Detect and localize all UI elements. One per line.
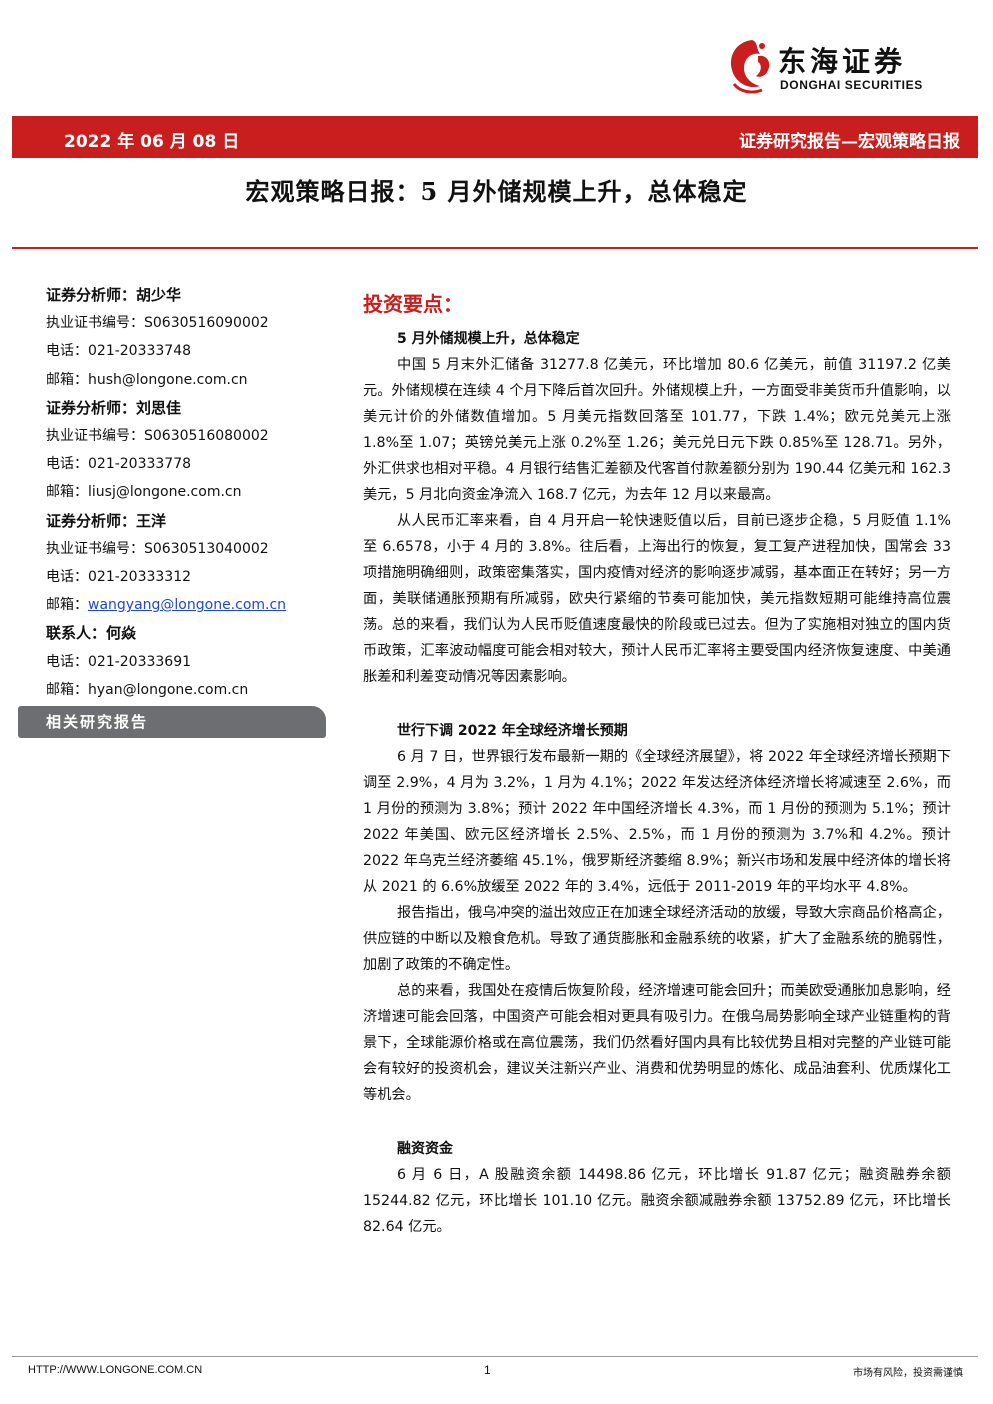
footer-url[interactable]: HTTP://WWW.LONGONE.COM.CN xyxy=(28,1364,203,1376)
section-title: 融资资金 xyxy=(397,1141,453,1157)
analyst-heading: 证券分析师：胡少华 xyxy=(46,281,328,309)
email-label: 邮箱： xyxy=(46,371,88,388)
cert-number: S0630516090002 xyxy=(144,315,269,332)
analyst-role: 证券分析师： xyxy=(46,511,137,530)
phone-label: 电话： xyxy=(46,569,88,586)
analyst-sidebar: 证券分析师：胡少华 执业证书编号：S0630516090002 电话：021-2… xyxy=(46,281,328,704)
contact-name: 何焱 xyxy=(106,624,137,643)
section-title: 5 月外储规模上升，总体稳定 xyxy=(397,331,580,347)
cert-label: 执业证书编号： xyxy=(46,540,144,557)
contact-role: 联系人： xyxy=(46,624,107,643)
header-rule xyxy=(12,116,978,120)
related-reports-bar: 相关研究报告 xyxy=(18,706,326,738)
page-number: 1 xyxy=(484,1363,491,1377)
cert-number: S0630513040002 xyxy=(144,540,269,557)
paragraph: 从人民币汇率来看，自 4 月开启一轮快速贬值以后，目前已逐步企稳，5 月贬值 1… xyxy=(363,513,951,685)
analyst-email: 邮箱：liusj@longone.com.cn xyxy=(46,478,328,506)
phone-number: 021-20333778 xyxy=(88,456,192,473)
email-address: hyan@longone.com.cn xyxy=(88,681,249,698)
analyst-email: 邮箱：wangyang@longone.com.cn xyxy=(46,591,328,619)
cert-label: 执业证书编号： xyxy=(46,428,144,445)
related-reports-label: 相关研究报告 xyxy=(46,713,149,731)
cert-number: S0630516080002 xyxy=(144,428,269,445)
cert-label: 执业证书编号： xyxy=(46,315,144,332)
paragraph: 6 月 7 日，世界银行发布最新一期的《全球经济展望》，将 2022 年全球经济… xyxy=(363,749,951,895)
paragraph: 报告指出，俄乌冲突的溢出效应正在加速全球经济活动的放缓，导致大宗商品价格高企，供… xyxy=(363,905,951,973)
analyst-heading: 证券分析师：刘思佳 xyxy=(46,394,328,422)
report-date: 2022 年 06 月 08 日 xyxy=(64,132,240,152)
analyst-name: 刘思佳 xyxy=(136,398,182,417)
email-label: 邮箱： xyxy=(46,597,88,614)
footer-rule xyxy=(12,1356,978,1357)
phone-number: 021-20333748 xyxy=(88,343,192,360)
contact-heading: 联系人：何焱 xyxy=(46,619,328,647)
paragraph: 中国 5 月末外汇储备 31277.8 亿美元，环比增加 80.6 亿美元，前值… xyxy=(363,357,951,503)
title-rule xyxy=(12,247,978,249)
page-title: 宏观策略日报：5 月外储规模上升，总体稳定 xyxy=(245,177,748,206)
brand-name-en: DONGHAI SECURITIES xyxy=(780,78,923,92)
email-label: 邮箱： xyxy=(46,484,88,501)
brand-name-cn: 东海证券 xyxy=(778,45,907,78)
analyst-phone: 电话：021-20333778 xyxy=(46,450,328,478)
analyst-email: 邮箱：hush@longone.com.cn xyxy=(46,366,328,394)
analyst-phone: 电话：021-20333312 xyxy=(46,563,328,591)
analyst-heading: 证券分析师：王洋 xyxy=(46,507,328,535)
analyst-role: 证券分析师： xyxy=(46,286,137,304)
phone-number: 021-20333312 xyxy=(88,569,192,586)
analyst-cert: 执业证书编号：S0630516090002 xyxy=(46,309,328,337)
paragraph: 6 月 6 日，A 股融资余额 14498.86 亿元，环比增长 91.87 亿… xyxy=(363,1167,951,1235)
analyst-name: 胡少华 xyxy=(136,286,182,304)
paragraph: 总的来看，我国处在疫情后恢复阶段，经济增速可能会回升；而美欧受通胀加息影响，经济… xyxy=(363,983,951,1103)
phone-label: 电话： xyxy=(46,343,88,360)
email-address: liusj@longone.com.cn xyxy=(88,484,242,501)
email-address: hush@longone.com.cn xyxy=(88,371,248,388)
contact-email: 邮箱：hyan@longone.com.cn xyxy=(46,676,328,704)
risk-disclaimer: 市场有风险，投资需谨慎 xyxy=(853,1368,963,1379)
date-bar: 2022 年 06 月 08 日 证券研究报告—宏观策略日报 xyxy=(12,120,978,158)
phone-number: 021-20333691 xyxy=(88,653,192,670)
analyst-cert: 执业证书编号：S0630513040002 xyxy=(46,535,328,563)
dragon-logo-icon xyxy=(730,40,770,94)
contact-phone: 电话：021-20333691 xyxy=(46,648,328,676)
analyst-cert: 执业证书编号：S0630516080002 xyxy=(46,422,328,450)
section-title: 世行下调 2022 年全球经济增长预期 xyxy=(397,723,628,739)
analyst-name: 王洋 xyxy=(136,511,167,530)
phone-label: 电话： xyxy=(46,653,88,670)
email-label: 邮箱： xyxy=(46,681,88,698)
report-type: 证券研究报告—宏观策略日报 xyxy=(739,132,960,152)
brand-logo: 东海证券 DONGHAI SECURITIES xyxy=(722,34,972,96)
email-link[interactable]: wangyang@longone.com.cn xyxy=(88,597,287,614)
analyst-role: 证券分析师： xyxy=(46,398,137,417)
main-content: 投资要点： 5 月外储规模上升，总体稳定 中国 5 月末外汇储备 31277.8… xyxy=(363,284,951,1240)
analyst-phone: 电话：021-20333748 xyxy=(46,337,328,365)
phone-label: 电话： xyxy=(46,456,88,473)
key-points-heading: 投资要点： xyxy=(363,292,463,316)
